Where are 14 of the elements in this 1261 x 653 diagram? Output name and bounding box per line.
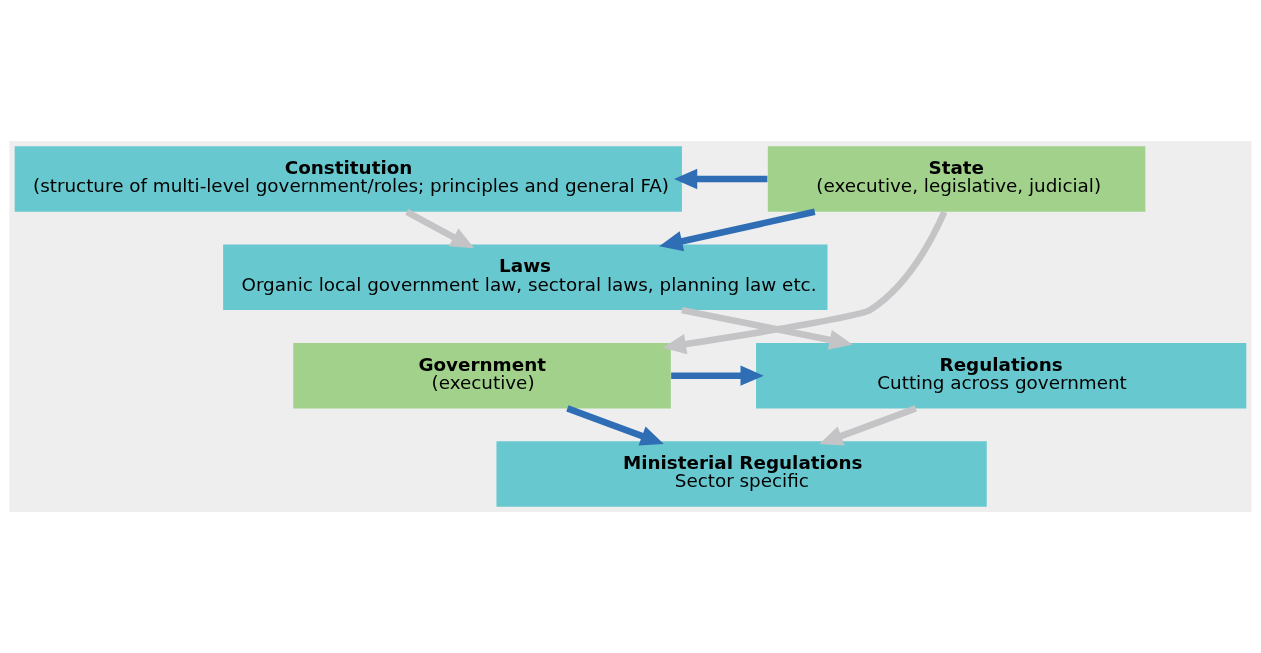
node-box: Ministerial Regulations Sector specific: [496, 441, 987, 507]
node-box: State (executive, legislative, judicial): [767, 146, 1146, 212]
arrow: [405, 209, 475, 249]
arrow: [662, 210, 948, 355]
arrow: [681, 306, 853, 350]
node-box: Constitution (structure of multi-level government/roles; principles and general FA): [14, 146, 682, 212]
node-box: Regulations Cutting across government: [756, 342, 1247, 409]
arrow: [659, 208, 816, 252]
node-box: Laws Organic local government law, sectoral laws, planning law etc.: [223, 244, 828, 311]
arrow: [819, 405, 917, 446]
arrow: [674, 168, 768, 190]
node-box: Government (executive): [293, 342, 671, 409]
arrow: [566, 405, 664, 446]
arrow: [671, 365, 764, 386]
